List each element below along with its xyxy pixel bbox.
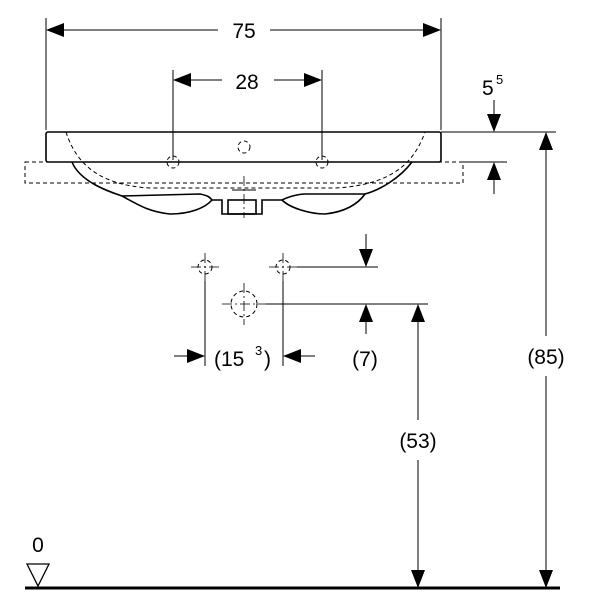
waste-connection-points <box>191 253 297 325</box>
rim-thickness-dimension: 5 5 <box>441 72 556 194</box>
waste-outlet <box>227 199 257 215</box>
floor-level-triangle-icon <box>25 563 51 588</box>
arrow-down-icon <box>487 114 501 132</box>
arrow-right-icon <box>304 73 322 87</box>
arrow-up-icon <box>539 132 553 150</box>
rim-height-dimension: (85) <box>527 132 565 588</box>
arrow-down-icon <box>359 249 373 267</box>
arrow-right-icon <box>423 23 441 37</box>
bowl-left-lobe <box>121 195 213 215</box>
arrow-left-icon <box>173 73 191 87</box>
waste-height-label: (53) <box>399 430 436 453</box>
arrow-down-icon <box>411 570 425 588</box>
waste-spacing-close: ) <box>264 348 271 371</box>
rim-height-label: (85) <box>527 346 564 369</box>
overflow-hole-icon <box>237 140 251 154</box>
tap-hole-spacing-label: 28 <box>235 71 258 94</box>
rim-thickness-label: 5 <box>482 77 494 100</box>
waste-offset-label: (7) <box>352 348 378 371</box>
bowl-right-lobe <box>281 193 366 215</box>
arrow-up-icon <box>411 304 425 322</box>
waste-pipe-icon <box>230 290 258 318</box>
basin-rim <box>45 131 442 163</box>
washbasin-body <box>24 131 464 218</box>
arrow-down-icon <box>539 570 553 588</box>
floor-level: 0 <box>25 534 560 590</box>
floor-level-label: 0 <box>32 534 44 557</box>
tap-hole-spacing-dimension: 28 <box>172 70 323 160</box>
overall-width-label: 75 <box>232 20 255 43</box>
waste-spacing-dimension: (15 3 ) <box>174 281 315 371</box>
bowl-outline <box>71 161 413 215</box>
arrow-right-icon <box>187 349 205 363</box>
arrow-up-icon <box>359 304 373 322</box>
waste-spacing-label: (15 <box>214 348 244 371</box>
arrow-left-icon <box>283 349 301 363</box>
waste-offset-dimension: (7) <box>266 234 428 371</box>
countertop-outline <box>24 161 464 184</box>
arrow-up-icon <box>487 162 501 180</box>
arrow-left-icon <box>46 23 64 37</box>
waste-spacing-superscript: 3 <box>255 343 262 358</box>
inner-basin-contour <box>65 131 426 189</box>
overall-width-dimension: 75 <box>45 18 442 130</box>
waste-height-dimension: (53) <box>399 304 437 588</box>
rim-thickness-superscript: 5 <box>496 72 503 87</box>
